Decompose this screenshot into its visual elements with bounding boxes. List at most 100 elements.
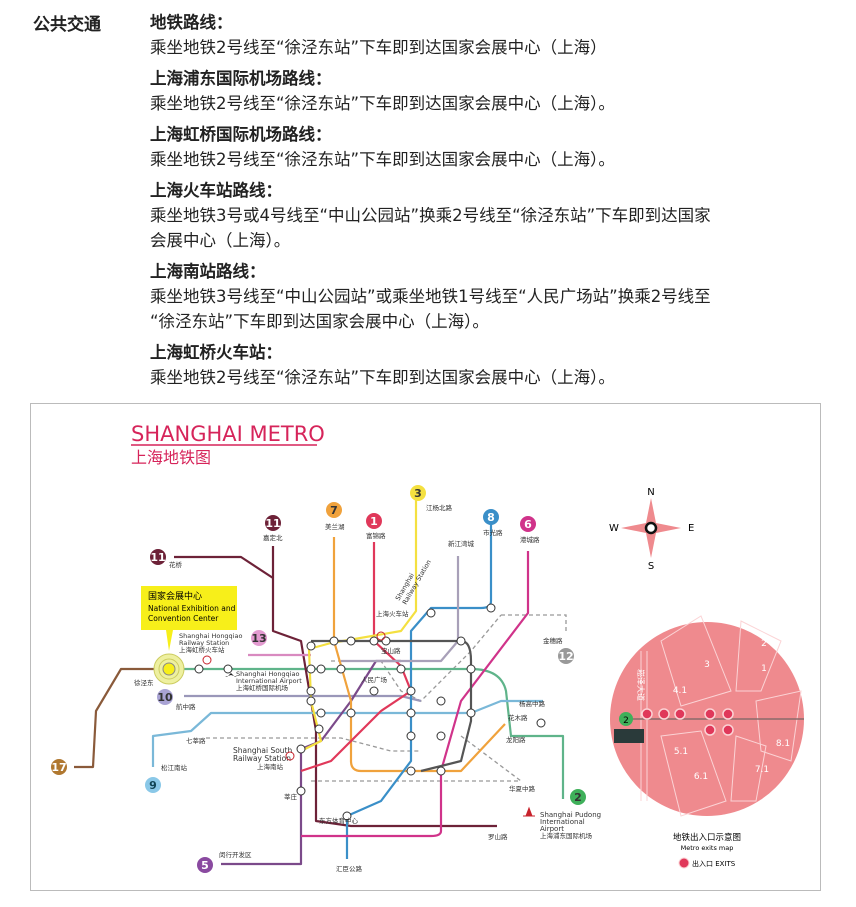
plane-icon	[225, 673, 237, 677]
interchange-station[interactable]	[426, 608, 436, 618]
badge-11-jiading[interactable]: 11	[265, 515, 281, 531]
train-icon	[376, 631, 386, 641]
exit-icon[interactable]	[674, 708, 686, 720]
station-label: 富锦路	[366, 531, 386, 540]
station-label: 莘庄	[284, 792, 298, 801]
pudong-airport-label: 上海浦东国际机场	[540, 831, 593, 840]
interchange-station[interactable]	[406, 686, 416, 696]
route-hongqiao-airport: 上海虹桥国际机场路线： 乘坐地铁2号线至“徐泾东站”下车即到达国家会展中心（上海…	[150, 122, 830, 172]
interchange-station[interactable]	[369, 686, 379, 696]
svg-text:11: 11	[150, 551, 165, 564]
station-labels: Shanghai Hongqiao Railway Station 上海虹桥火车…	[134, 503, 601, 873]
svg-text:8: 8	[487, 511, 495, 524]
callout-zh: 国家会展中心	[148, 590, 202, 602]
badge-2[interactable]: 2	[570, 789, 586, 805]
interchange-station[interactable]	[296, 786, 306, 796]
interchange-station[interactable]	[342, 811, 352, 821]
interchange-station[interactable]	[396, 664, 406, 674]
interchange-station[interactable]	[436, 731, 446, 741]
badge-1[interactable]: 1	[366, 513, 382, 529]
hall-label: 1	[761, 664, 767, 674]
station-label: 美兰湖	[325, 522, 345, 531]
interchange-station[interactable]	[466, 664, 476, 674]
interchange-station[interactable]	[381, 636, 391, 646]
badge-9[interactable]: 9	[145, 777, 161, 793]
map-title-en: SHANGHAI METRO	[131, 422, 325, 446]
badge-8[interactable]: 8	[483, 509, 499, 525]
hall-label: 6.1	[694, 772, 708, 782]
exits-map-halls-outline	[640, 615, 802, 817]
station-label: 花桥	[169, 560, 183, 569]
interchange-station[interactable]	[436, 766, 446, 776]
interchange-station[interactable]	[456, 636, 466, 646]
badge-13[interactable]: 13	[251, 630, 267, 646]
badge-5[interactable]: 5	[197, 857, 213, 873]
route-title: 上海虹桥国际机场路线：	[150, 125, 332, 144]
route-text-line: “徐泾东站”下车即到达国家会展中心（上海）。	[150, 312, 489, 331]
interchange-station[interactable]	[346, 636, 356, 646]
interchange-station[interactable]	[306, 641, 316, 651]
exit-icon[interactable]	[704, 708, 716, 720]
exit-icon[interactable]	[722, 708, 734, 720]
station-label: 龙阳路	[506, 735, 526, 744]
exit-icon[interactable]	[722, 724, 734, 736]
interchange-station[interactable]	[296, 744, 306, 754]
interchange-station[interactable]	[346, 708, 356, 718]
interchange-station[interactable]	[316, 708, 326, 718]
exit-icon[interactable]	[658, 708, 670, 720]
interchange-station[interactable]	[223, 664, 233, 674]
interchange-station[interactable]	[406, 731, 416, 741]
badge-11-huaqiao[interactable]: 11	[150, 549, 166, 565]
compass-e: E	[688, 523, 694, 534]
line-3	[300, 494, 418, 752]
interchange-station[interactable]	[306, 696, 316, 706]
badge-6[interactable]: 6	[520, 516, 536, 532]
interchange-station[interactable]	[194, 664, 204, 674]
interchange-station[interactable]	[329, 636, 339, 646]
svg-text:17: 17	[51, 761, 66, 774]
exit-icon[interactable]	[641, 708, 653, 720]
interchange-station[interactable]	[536, 718, 546, 728]
station-label: 金穗路	[543, 636, 563, 645]
interchange-station[interactable]	[369, 636, 379, 646]
interchange-station[interactable]	[314, 724, 324, 734]
interchange-station[interactable]	[406, 708, 416, 718]
line-12-branch	[341, 556, 460, 663]
interchange-station[interactable]	[436, 696, 446, 706]
callout-en1: National Exhibition and	[148, 604, 236, 613]
exit-icons	[641, 708, 734, 736]
badge-10[interactable]: 10	[157, 689, 173, 705]
interchange-station[interactable]	[306, 686, 316, 696]
interchange-station[interactable]	[406, 766, 416, 776]
route-title: 上海南站路线：	[150, 262, 266, 281]
line-2-station-badge[interactable]: 2	[614, 712, 644, 743]
interchange-station[interactable]	[486, 603, 496, 613]
hongqiao-rail-label: 上海虹桥火车站	[179, 645, 225, 654]
interchange-station[interactable]	[316, 664, 326, 674]
dashed-line	[331, 614, 502, 702]
badge-3[interactable]: 3	[410, 485, 426, 501]
south-rail-label: 上海南站	[257, 762, 284, 771]
route-text: 乘坐地铁2号线至“徐泾东站”下车即到达国家会展中心（上海）	[150, 38, 607, 57]
interchange-station[interactable]	[336, 664, 346, 674]
station-label: 东方体育中心	[319, 816, 359, 825]
south-rail-label: Shanghai South	[233, 746, 292, 755]
hongqiao-rail-label: Shanghai Hongqiao	[179, 632, 242, 640]
necc-marker[interactable]	[153, 653, 185, 685]
route-text-line: 乘坐地铁3号线至“中山公园站”或乘坐地铁1号线至“人民广场站”换乘2号线至	[150, 287, 711, 306]
line-17	[74, 667, 169, 769]
interchange-station[interactable]	[306, 664, 316, 674]
badge-12[interactable]: 12	[558, 648, 574, 664]
airport-icons	[202, 631, 535, 817]
badge-7[interactable]: 7	[326, 502, 342, 518]
svg-text:9: 9	[149, 779, 157, 792]
route-railway-station: 上海火车站路线： 乘坐地铁3号或4号线至“中山公园站”换乘2号线至“徐泾东站”下…	[150, 178, 830, 253]
station-label: 人民广场	[361, 675, 388, 684]
station-label: 花木路	[508, 713, 528, 722]
exit-icon[interactable]	[704, 724, 716, 736]
route-text: 乘坐地铁3号线至“中山公园站”或乘坐地铁1号线至“人民广场站”换乘2号线至 “徐泾…	[150, 284, 830, 334]
interchange-station[interactable]	[466, 708, 476, 718]
svg-text:5: 5	[201, 859, 209, 872]
route-title: 上海火车站路线：	[150, 181, 282, 200]
badge-17[interactable]: 17	[51, 759, 67, 775]
